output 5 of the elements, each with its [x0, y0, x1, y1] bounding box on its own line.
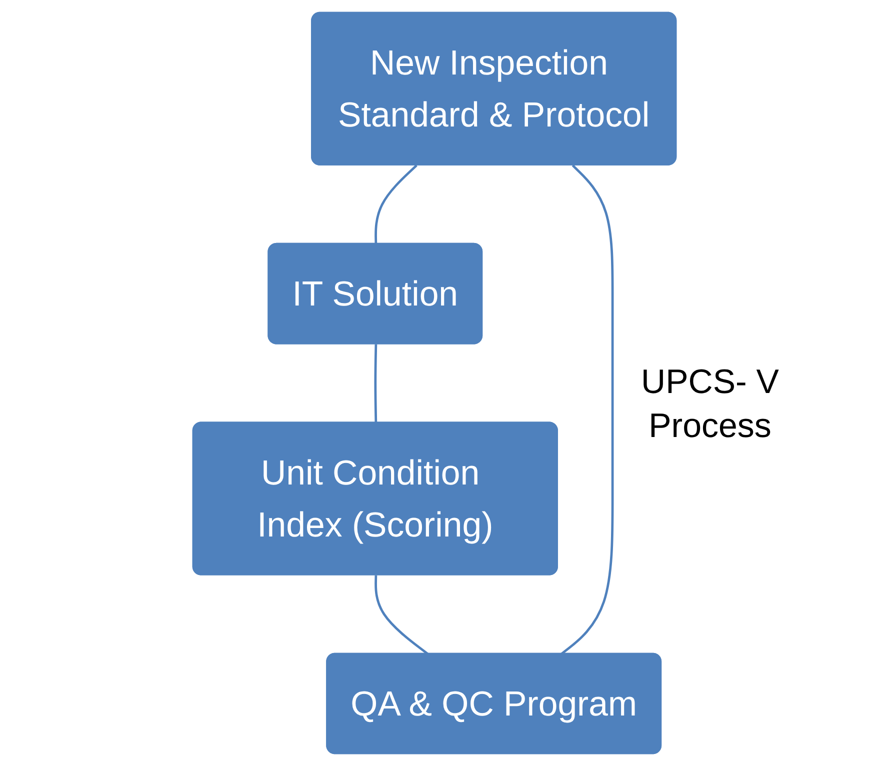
- connector: [374, 575, 430, 656]
- center-title: UPCS- V Process: [640, 362, 780, 448]
- connector: [374, 344, 378, 424]
- connector: [560, 164, 614, 656]
- connector: [374, 164, 418, 245]
